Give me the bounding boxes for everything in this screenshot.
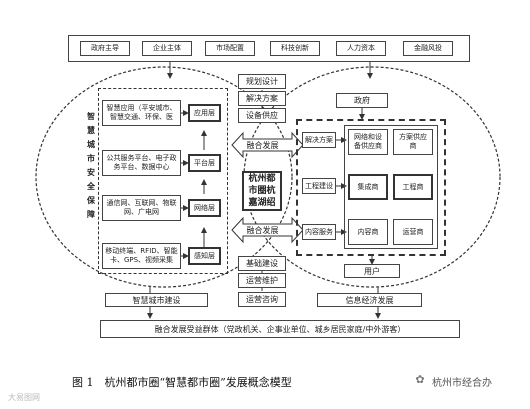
center-bottom-item: 基础建设 bbox=[238, 256, 286, 271]
bottom-right-box: 信息经济发展 bbox=[317, 293, 422, 307]
grid-cell: 集成商 bbox=[348, 174, 388, 200]
watermark-right: 杭州市经合办 bbox=[432, 378, 492, 389]
layer-desc: 公共服务平台、电子政务平台、数据中心 bbox=[102, 150, 181, 176]
right-inner-frame bbox=[296, 119, 446, 256]
watermark-logo-icon: ✿ bbox=[415, 373, 425, 386]
center-top-item: 设备供应 bbox=[238, 108, 286, 123]
center-top-item: 解决方案 bbox=[238, 91, 286, 106]
top-item: 企业主体 bbox=[142, 41, 192, 56]
bottom-left-box: 智慧城市建设 bbox=[105, 293, 208, 307]
top-item: 人力资本 bbox=[336, 41, 386, 56]
center-bottom-item: 运营咨询 bbox=[238, 292, 286, 307]
layer-box: 平台层 bbox=[188, 154, 221, 172]
layer-desc: 智慧应用（平安城市、智慧交通、环保、医 bbox=[102, 100, 181, 126]
layer-desc: 通信网、互联网、物联网、广电网 bbox=[102, 195, 181, 221]
figure-caption: 图 1 杭州都市圈“智慧都市圈”发展概念模型 bbox=[72, 376, 292, 389]
right-grid-frame bbox=[344, 125, 438, 249]
layer-box: 感知层 bbox=[188, 247, 221, 265]
center-title: 杭州都市圈杭嘉湖绍 bbox=[242, 171, 282, 211]
layer-box: 网络层 bbox=[188, 199, 221, 217]
layer-desc: 移动终端、RFID、智能卡、GPS、视频采集 bbox=[102, 243, 181, 269]
left-layer-frame bbox=[98, 88, 228, 274]
left-ellipse bbox=[35, 66, 293, 288]
top-item: 科技创新 bbox=[270, 41, 320, 56]
fusion-label-bottom: 融合发展 bbox=[246, 226, 279, 235]
grid-cell: 工程商 bbox=[393, 174, 433, 200]
layer-box: 应用层 bbox=[188, 104, 221, 122]
user-box: 用户 bbox=[344, 264, 400, 278]
right-label: 解决方案 bbox=[302, 132, 336, 148]
right-ellipse bbox=[243, 66, 501, 288]
grid-cell: 方案供应商 bbox=[393, 129, 433, 155]
top-factor-bar bbox=[68, 35, 470, 62]
right-label: 内容服务 bbox=[302, 224, 336, 240]
top-item: 政府主导 bbox=[80, 41, 130, 56]
center-top-item: 规划设计 bbox=[238, 74, 286, 89]
right-label: 工程建设 bbox=[302, 178, 336, 194]
grid-cell: 运营商 bbox=[393, 219, 433, 245]
left-vertical-title: 智慧城市安全保障 bbox=[87, 112, 95, 219]
fusion-label-top: 融合发展 bbox=[246, 141, 279, 150]
grid-cell: 网络和设备供应商 bbox=[348, 129, 388, 155]
government-box: 政府 bbox=[336, 93, 388, 108]
top-item: 市场配置 bbox=[205, 41, 255, 56]
watermark-left: 大易图网 bbox=[8, 393, 40, 402]
bottom-bar: 融合发展受益群体（党政机关、企事业单位、城乡居民家庭/中外游客） bbox=[100, 320, 460, 338]
top-item: 金融风投 bbox=[403, 41, 453, 56]
grid-cell: 内容商 bbox=[348, 219, 388, 245]
center-bottom-item: 运营维护 bbox=[238, 273, 286, 288]
